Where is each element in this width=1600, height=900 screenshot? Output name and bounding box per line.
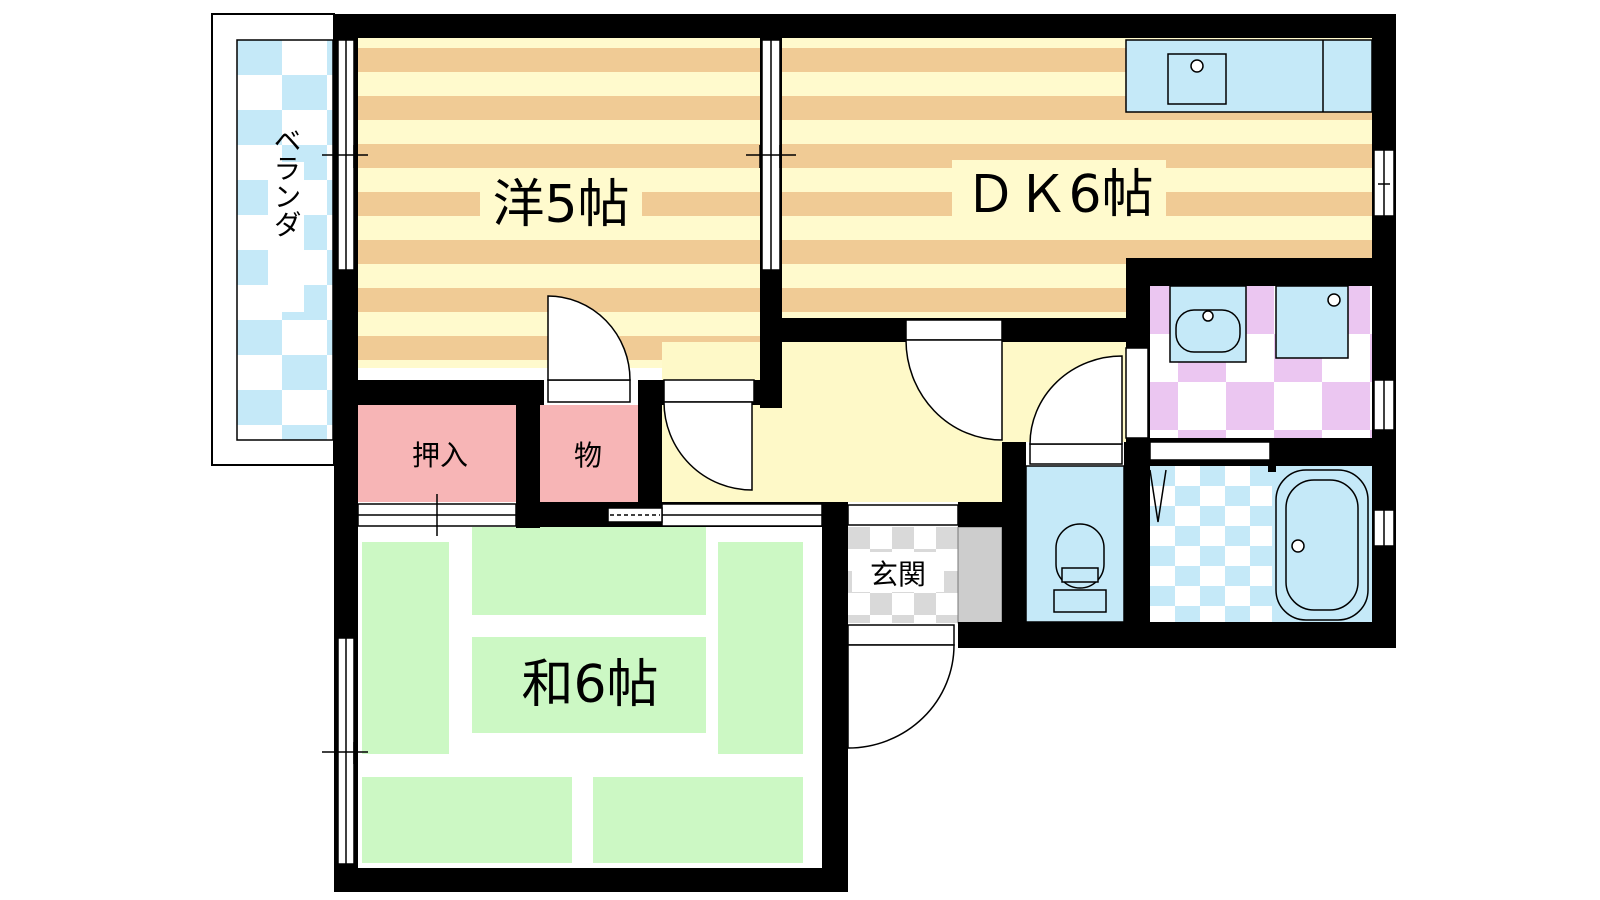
sink-icon [1167, 53, 1227, 105]
entrance-label: 玄関 [870, 558, 926, 591]
storage-floor [540, 405, 638, 502]
washing-machine-icon [1275, 285, 1349, 359]
closet-floor [358, 405, 516, 502]
japanese-room-floor [358, 527, 820, 868]
window-ticks [322, 145, 1390, 764]
storage-label: 物 [574, 439, 602, 472]
dk-floor-lower [782, 258, 1127, 318]
doors [547, 295, 1271, 749]
kitchen-counter [1125, 39, 1373, 113]
balcony [211, 13, 335, 466]
dk-room-label: ＤＫ6帖 [964, 165, 1153, 225]
shoe-box [957, 526, 1003, 624]
closet-label: 押入 [412, 439, 468, 472]
western-room-label: 洋5帖 [492, 175, 629, 235]
tatami-seams [362, 528, 820, 866]
japanese-room-label: 和6帖 [521, 655, 658, 715]
balcony-label: ベランダ [270, 126, 303, 238]
sliding-doors [357, 494, 823, 536]
bathtub-icon [1275, 469, 1369, 621]
washbasin-icon [1169, 285, 1247, 363]
toilet-icon [1025, 465, 1125, 623]
windows [337, 39, 1395, 865]
bath-dressing-floor [1150, 466, 1272, 622]
